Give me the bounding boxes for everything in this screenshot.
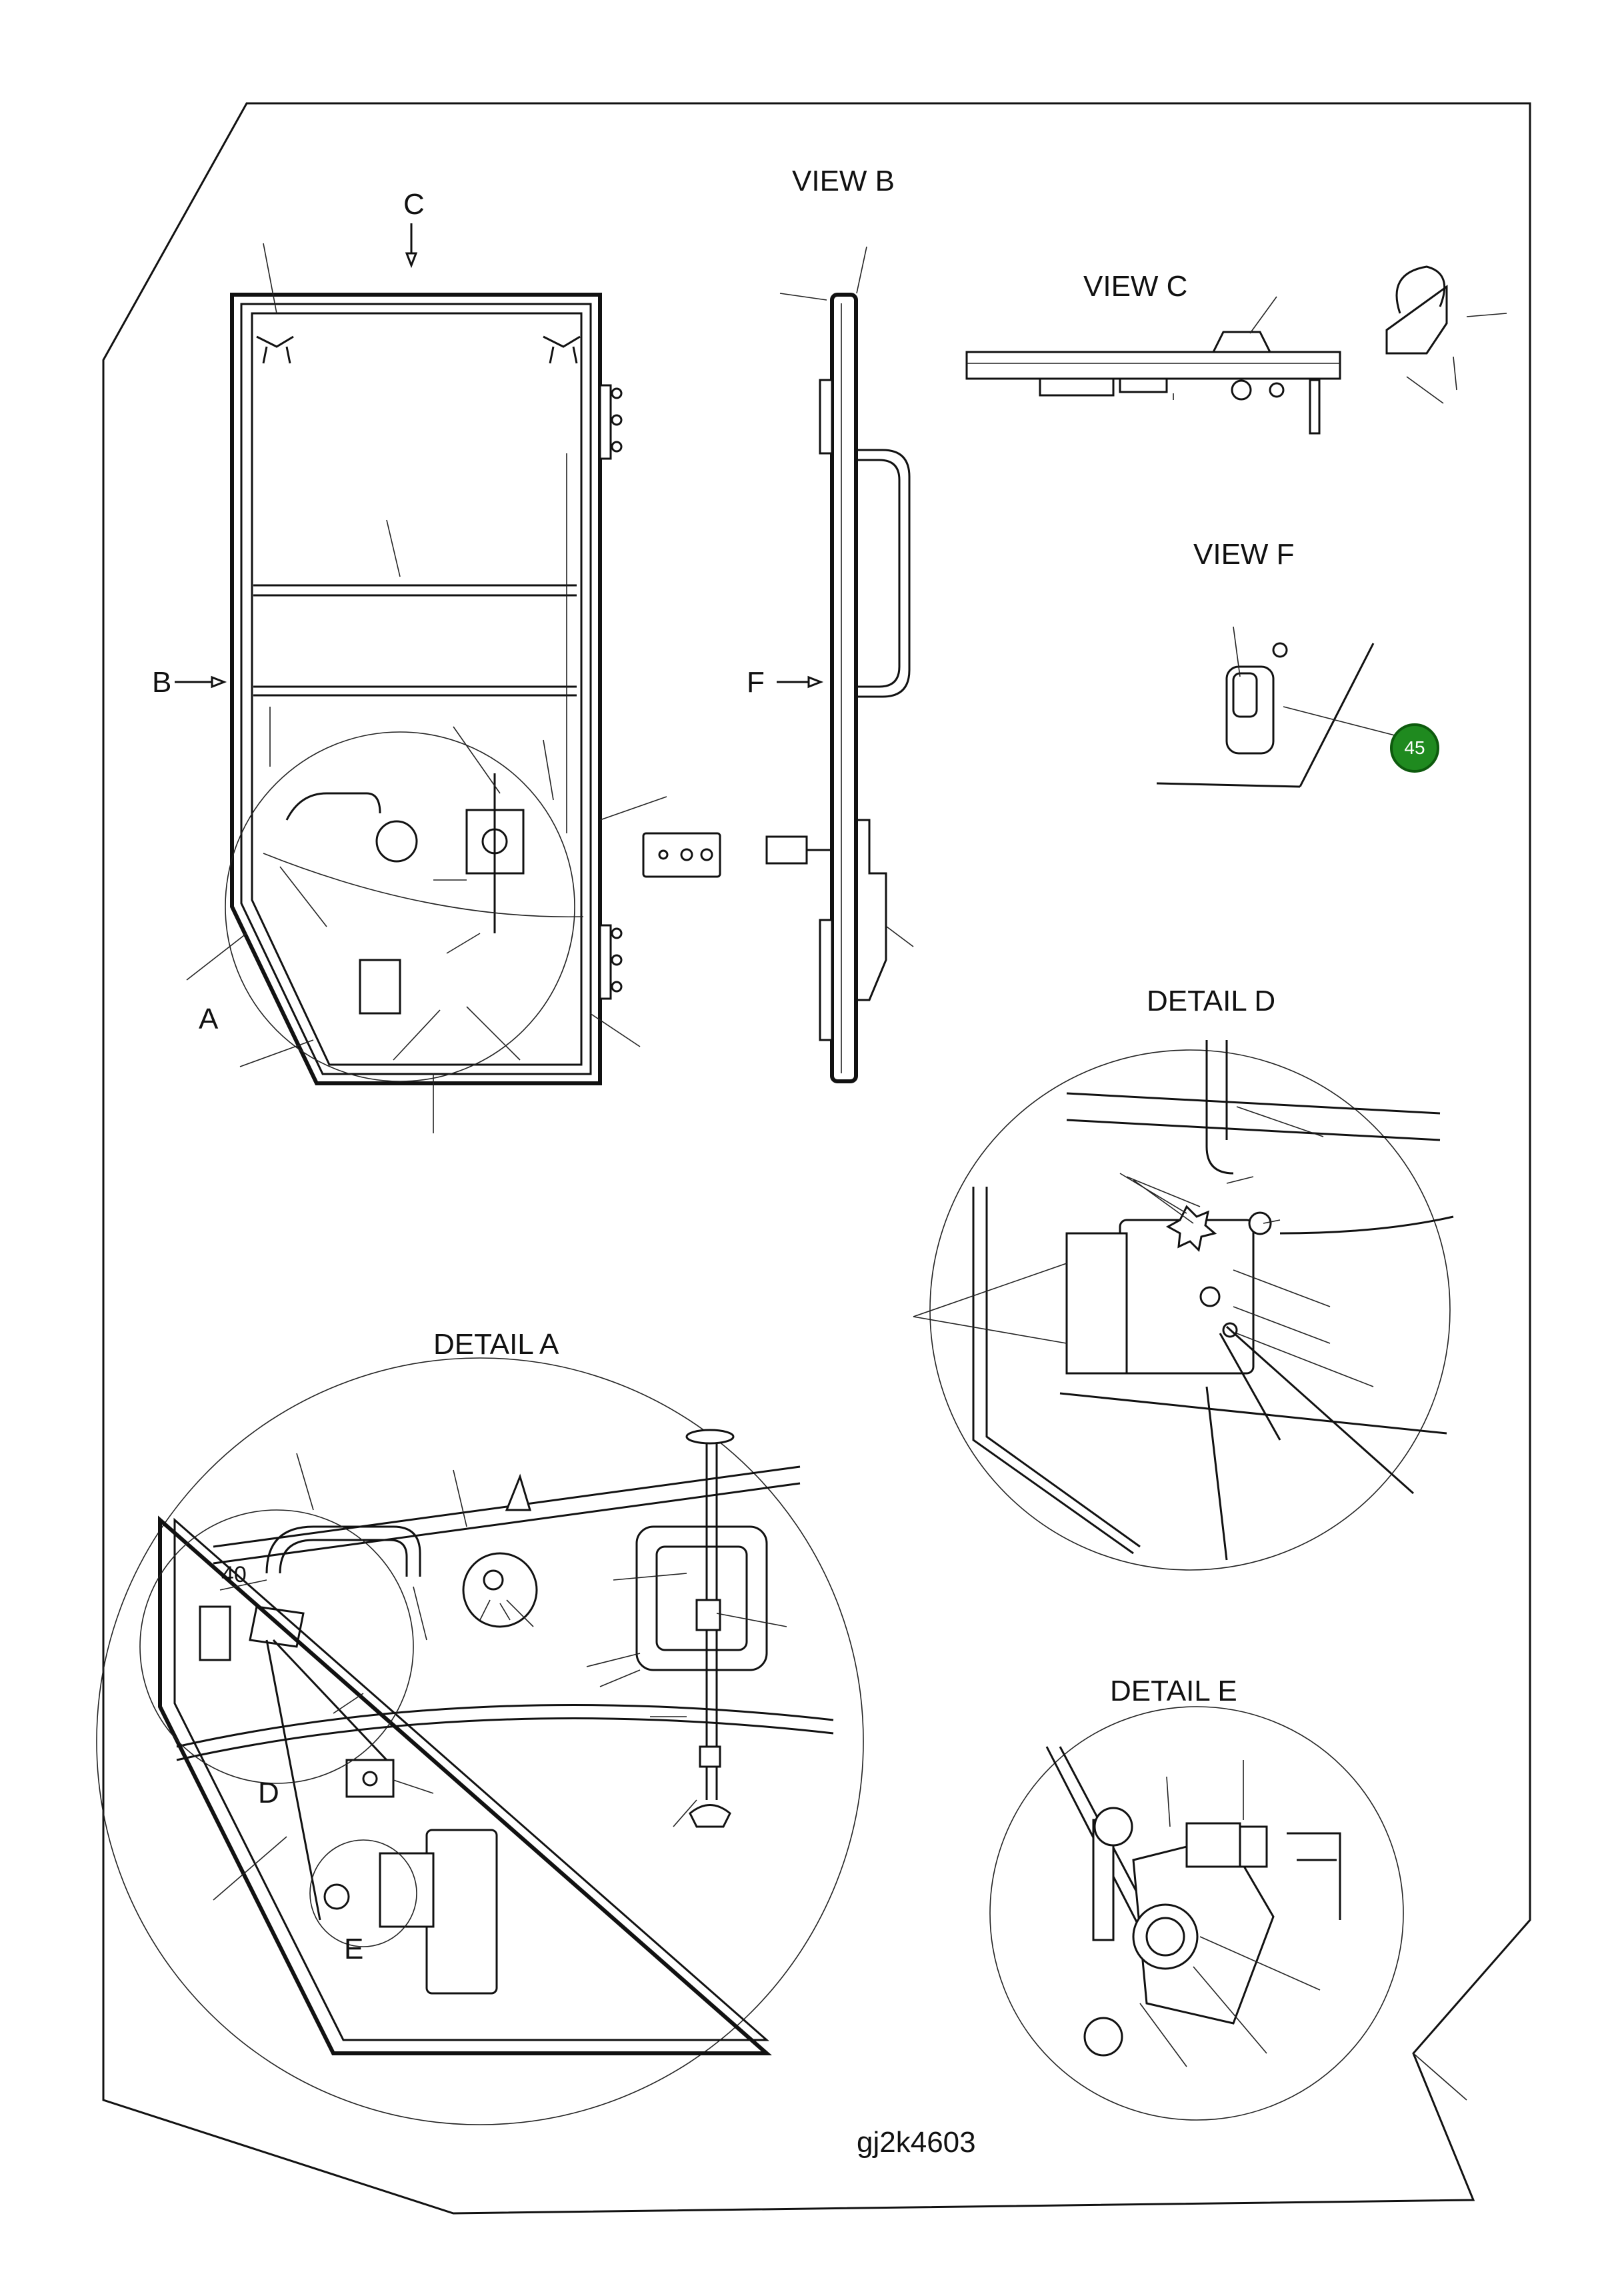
detail-circle-e: E (344, 1933, 364, 1965)
detail-a (96, 1357, 864, 2125)
callout-badge-45: 45 (1390, 723, 1439, 773)
detail-e-title: DETAIL E (1110, 1675, 1237, 1707)
view-arrow-f: F (747, 666, 765, 699)
view-c-top (965, 265, 1507, 435)
view-b-side (765, 246, 914, 1083)
detail-d (913, 1040, 1454, 1571)
drawing-number: gj2k4603 (857, 2126, 976, 2159)
view-arrow-c: C (403, 188, 425, 221)
view-f-title: VIEW F (1193, 538, 1295, 571)
detail-a-title: DETAIL A (433, 1328, 559, 1361)
view-arrow-b: B (152, 666, 172, 699)
access-plate (642, 832, 721, 878)
detail-circle-a: A (199, 1003, 219, 1035)
view-b-title: VIEW B (792, 165, 895, 197)
view-c-title: VIEW C (1083, 270, 1188, 303)
callout-40: 40 (221, 1562, 247, 1587)
detail-circle-d: D (258, 1777, 279, 1809)
door-front-view (175, 223, 667, 1133)
sheet-border (102, 102, 1531, 2215)
detail-e (989, 1706, 1467, 2121)
detail-d-title: DETAIL D (1147, 985, 1276, 1017)
view-f (1156, 626, 1401, 788)
